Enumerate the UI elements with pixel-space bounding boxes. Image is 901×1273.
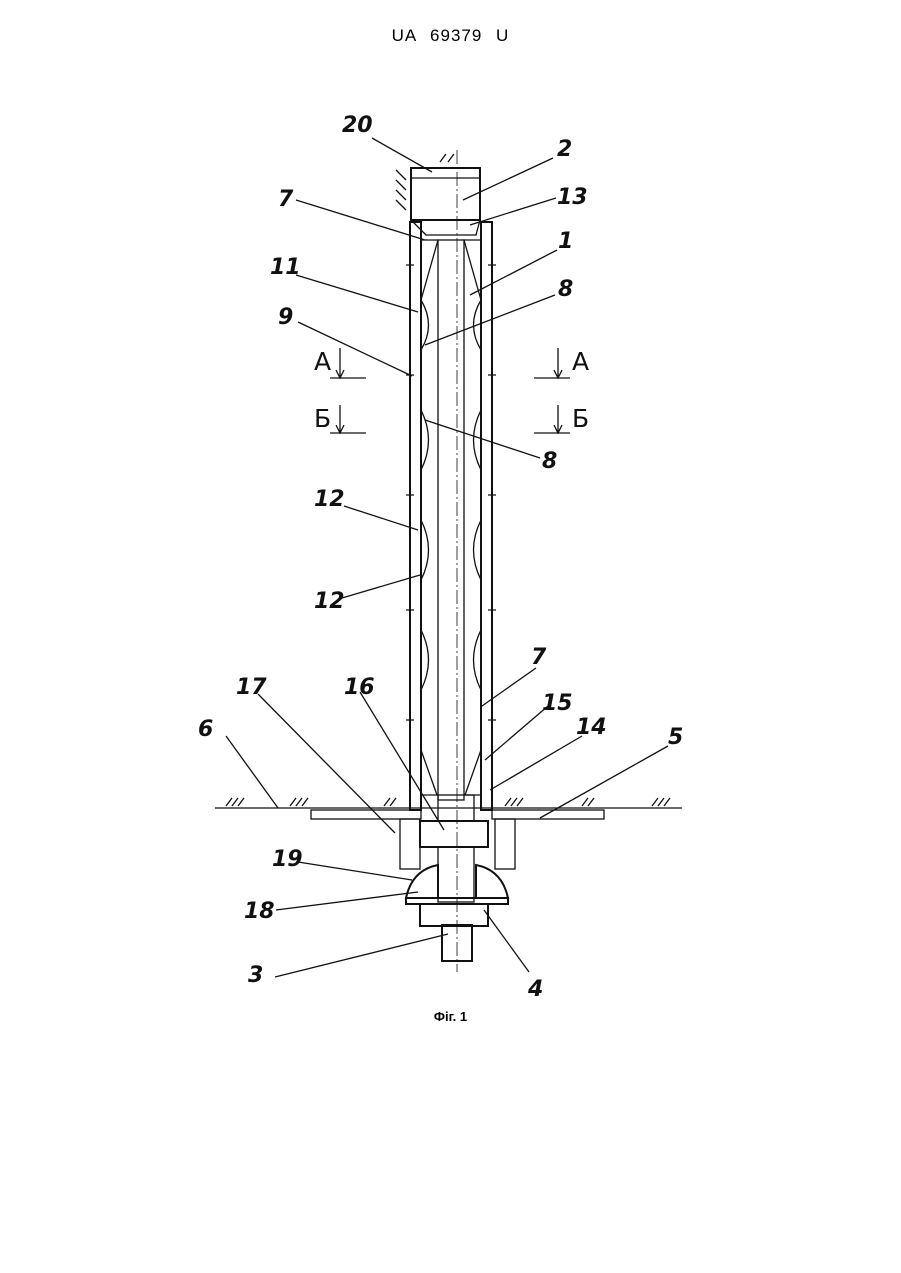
label-8-top: 8 — [558, 277, 573, 302]
elastic-elements — [421, 240, 481, 795]
figure-caption: Фіг. 1 — [0, 1009, 901, 1024]
label-12-a: 12 — [314, 487, 345, 512]
label-3: 3 — [248, 963, 263, 988]
section-a-left-label: А — [314, 347, 331, 376]
label-19: 19 — [272, 847, 303, 872]
tube-wall-right — [481, 222, 492, 810]
rod — [438, 240, 464, 800]
label-5: 5 — [668, 725, 683, 750]
label-4: 4 — [527, 977, 543, 1002]
label-7-bottom: 7 — [531, 645, 547, 670]
label-8-mid: 8 — [542, 449, 557, 474]
label-13: 13 — [557, 185, 588, 210]
label-12-b: 12 — [314, 589, 345, 614]
rod-head — [396, 154, 480, 235]
label-2: 2 — [557, 137, 572, 162]
label-9: 9 — [278, 305, 293, 330]
reference-numbers: 20 2 13 7 1 11 8 9 8 12 12 7 17 16 15 14… — [198, 113, 683, 1002]
label-7-top: 7 — [278, 187, 294, 212]
weld-points — [406, 265, 496, 720]
section-marks: А А Б Б — [314, 347, 589, 433]
label-6: 6 — [198, 717, 213, 742]
label-20: 20 — [342, 113, 373, 138]
label-14: 14 — [576, 715, 607, 740]
outer-nut — [420, 904, 488, 926]
label-16: 16 — [344, 675, 375, 700]
label-18: 18 — [244, 899, 275, 924]
label-15: 15 — [542, 691, 573, 716]
inner-nut — [420, 795, 488, 847]
mounting-plate — [311, 810, 604, 819]
section-b-left-label: Б — [314, 404, 331, 433]
section-a-right-label: А — [572, 347, 589, 376]
label-17: 17 — [236, 675, 267, 700]
label-11: 11 — [270, 255, 301, 280]
label-1: 1 — [558, 229, 573, 254]
section-b-right-label: Б — [572, 404, 589, 433]
bushing — [400, 819, 515, 869]
